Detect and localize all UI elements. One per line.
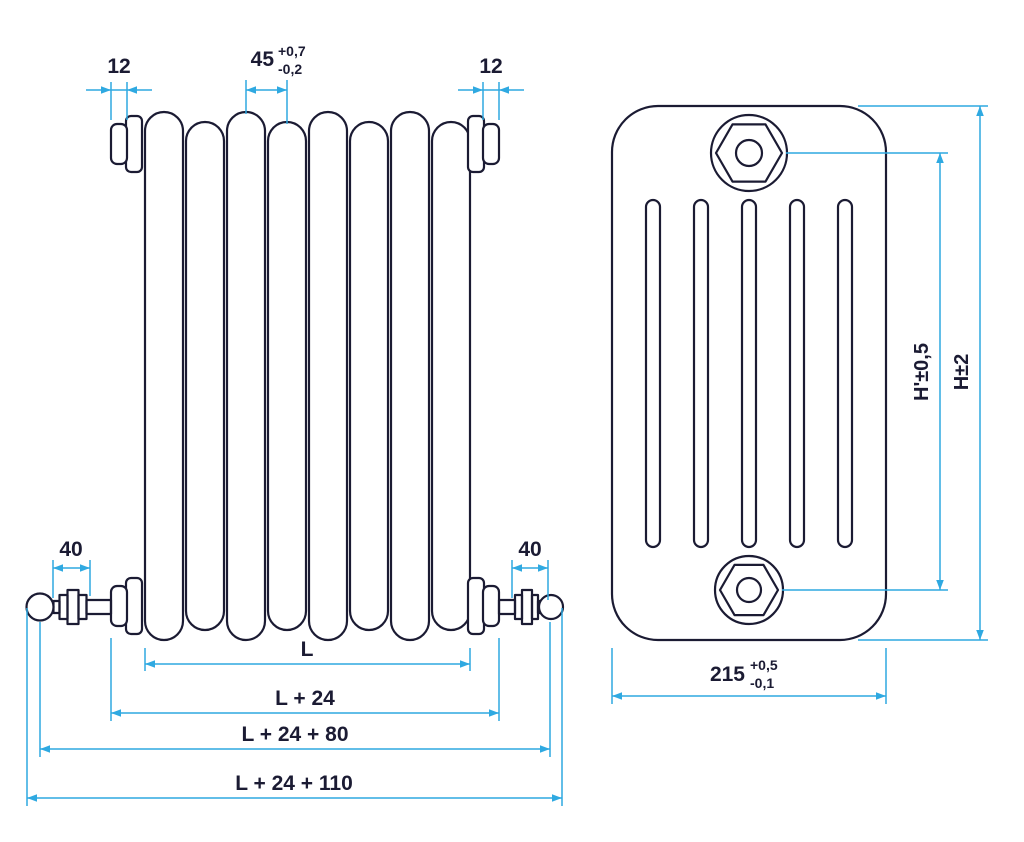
dim-label-height-overall: H±2 [951,354,973,391]
end-cap-plate [466,114,486,174]
dim-label-depth: 215 [710,663,745,686]
dim-valve-left: 40 [52,538,91,598]
groove-slot [836,198,854,549]
valve-body-rib [520,588,534,626]
end-cap-knob [109,584,129,628]
connection-collar [713,554,785,626]
dim-label-cap-right: 12 [479,55,502,78]
dim-label-tube-pitch: 45 [251,48,275,71]
dim-length: L [144,638,471,671]
tube [266,120,308,632]
valve-sphere [537,593,565,621]
end-caps [109,114,501,636]
connection-bore [735,576,763,604]
radiator-tubes [143,110,472,642]
front-view-dimensions: 12 12 45 +0,7 -0,2 40 [26,43,563,806]
valve-pipe [85,598,113,616]
dim-label-height-connections: H'±0,5 [911,343,933,401]
dim-label-valve-right: 40 [518,538,541,561]
valve-assembly-right [497,588,565,626]
dim-tolerance-plus: +0,5 [750,657,778,673]
side-view [610,104,888,642]
valve-body-rib [77,593,88,621]
radiator-body-side [610,104,888,642]
end-cap-plate [124,576,144,636]
dim-tube-pitch: 45 +0,7 -0,2 [245,43,306,124]
end-cap-knob [109,122,129,166]
end-cap-knob [481,584,501,628]
dim-tolerance-minus: -0,1 [750,675,774,691]
front-view [25,110,565,642]
dim-height-overall: H±2 [858,105,988,641]
dim-cap-right: 12 [458,55,524,120]
column-grooves [644,198,854,549]
dim-label-length-caps: L + 24 [275,687,335,710]
hex-plug [718,563,780,617]
connection-bottom [713,554,785,626]
side-view-dimensions: H'±0,5 H±2 215 +0,5 -0,1 [611,105,988,704]
dim-tolerance-plus: +0,7 [278,43,306,59]
end-cap-knob [481,122,501,166]
tube [184,120,226,632]
tube [348,120,390,632]
groove-slot [644,198,662,549]
tube [225,110,267,642]
dim-label-valve-left: 40 [59,538,82,561]
groove-slot [788,198,806,549]
tube [143,110,185,642]
dim-label-length: L [301,638,314,661]
dim-depth: 215 +0,5 -0,1 [611,648,887,704]
dim-label-cap-left: 12 [107,55,130,78]
connection-top [709,113,789,193]
hex-plug [714,123,784,183]
dim-length-valves: L + 24 + 80 [39,622,551,757]
valve-pipe [497,598,517,616]
valve-body-rib [58,593,69,621]
dim-label-length-overall: L + 24 + 110 [235,772,353,795]
valve-body-rib [66,588,80,626]
dim-length-overall: L + 24 + 110 [26,608,563,806]
dim-tolerance-minus: -0,2 [278,61,302,77]
dim-length-caps: L + 24 [110,638,500,721]
end-cap-plate [466,576,486,636]
dim-label-length-valves: L + 24 + 80 [241,723,348,746]
groove-slot [692,198,710,549]
end-cap-plate [124,114,144,174]
tube [307,110,349,642]
dim-height-connections: H'±0,5 [782,152,948,591]
valve-sphere [25,592,55,622]
valve-assembly-left [25,588,113,626]
tube [430,120,472,632]
connection-collar [709,113,789,193]
groove-slot [740,198,758,549]
dim-cap-left: 12 [86,55,152,120]
connection-bore [734,138,764,168]
dim-valve-right: 40 [511,538,549,600]
tube [389,110,431,642]
